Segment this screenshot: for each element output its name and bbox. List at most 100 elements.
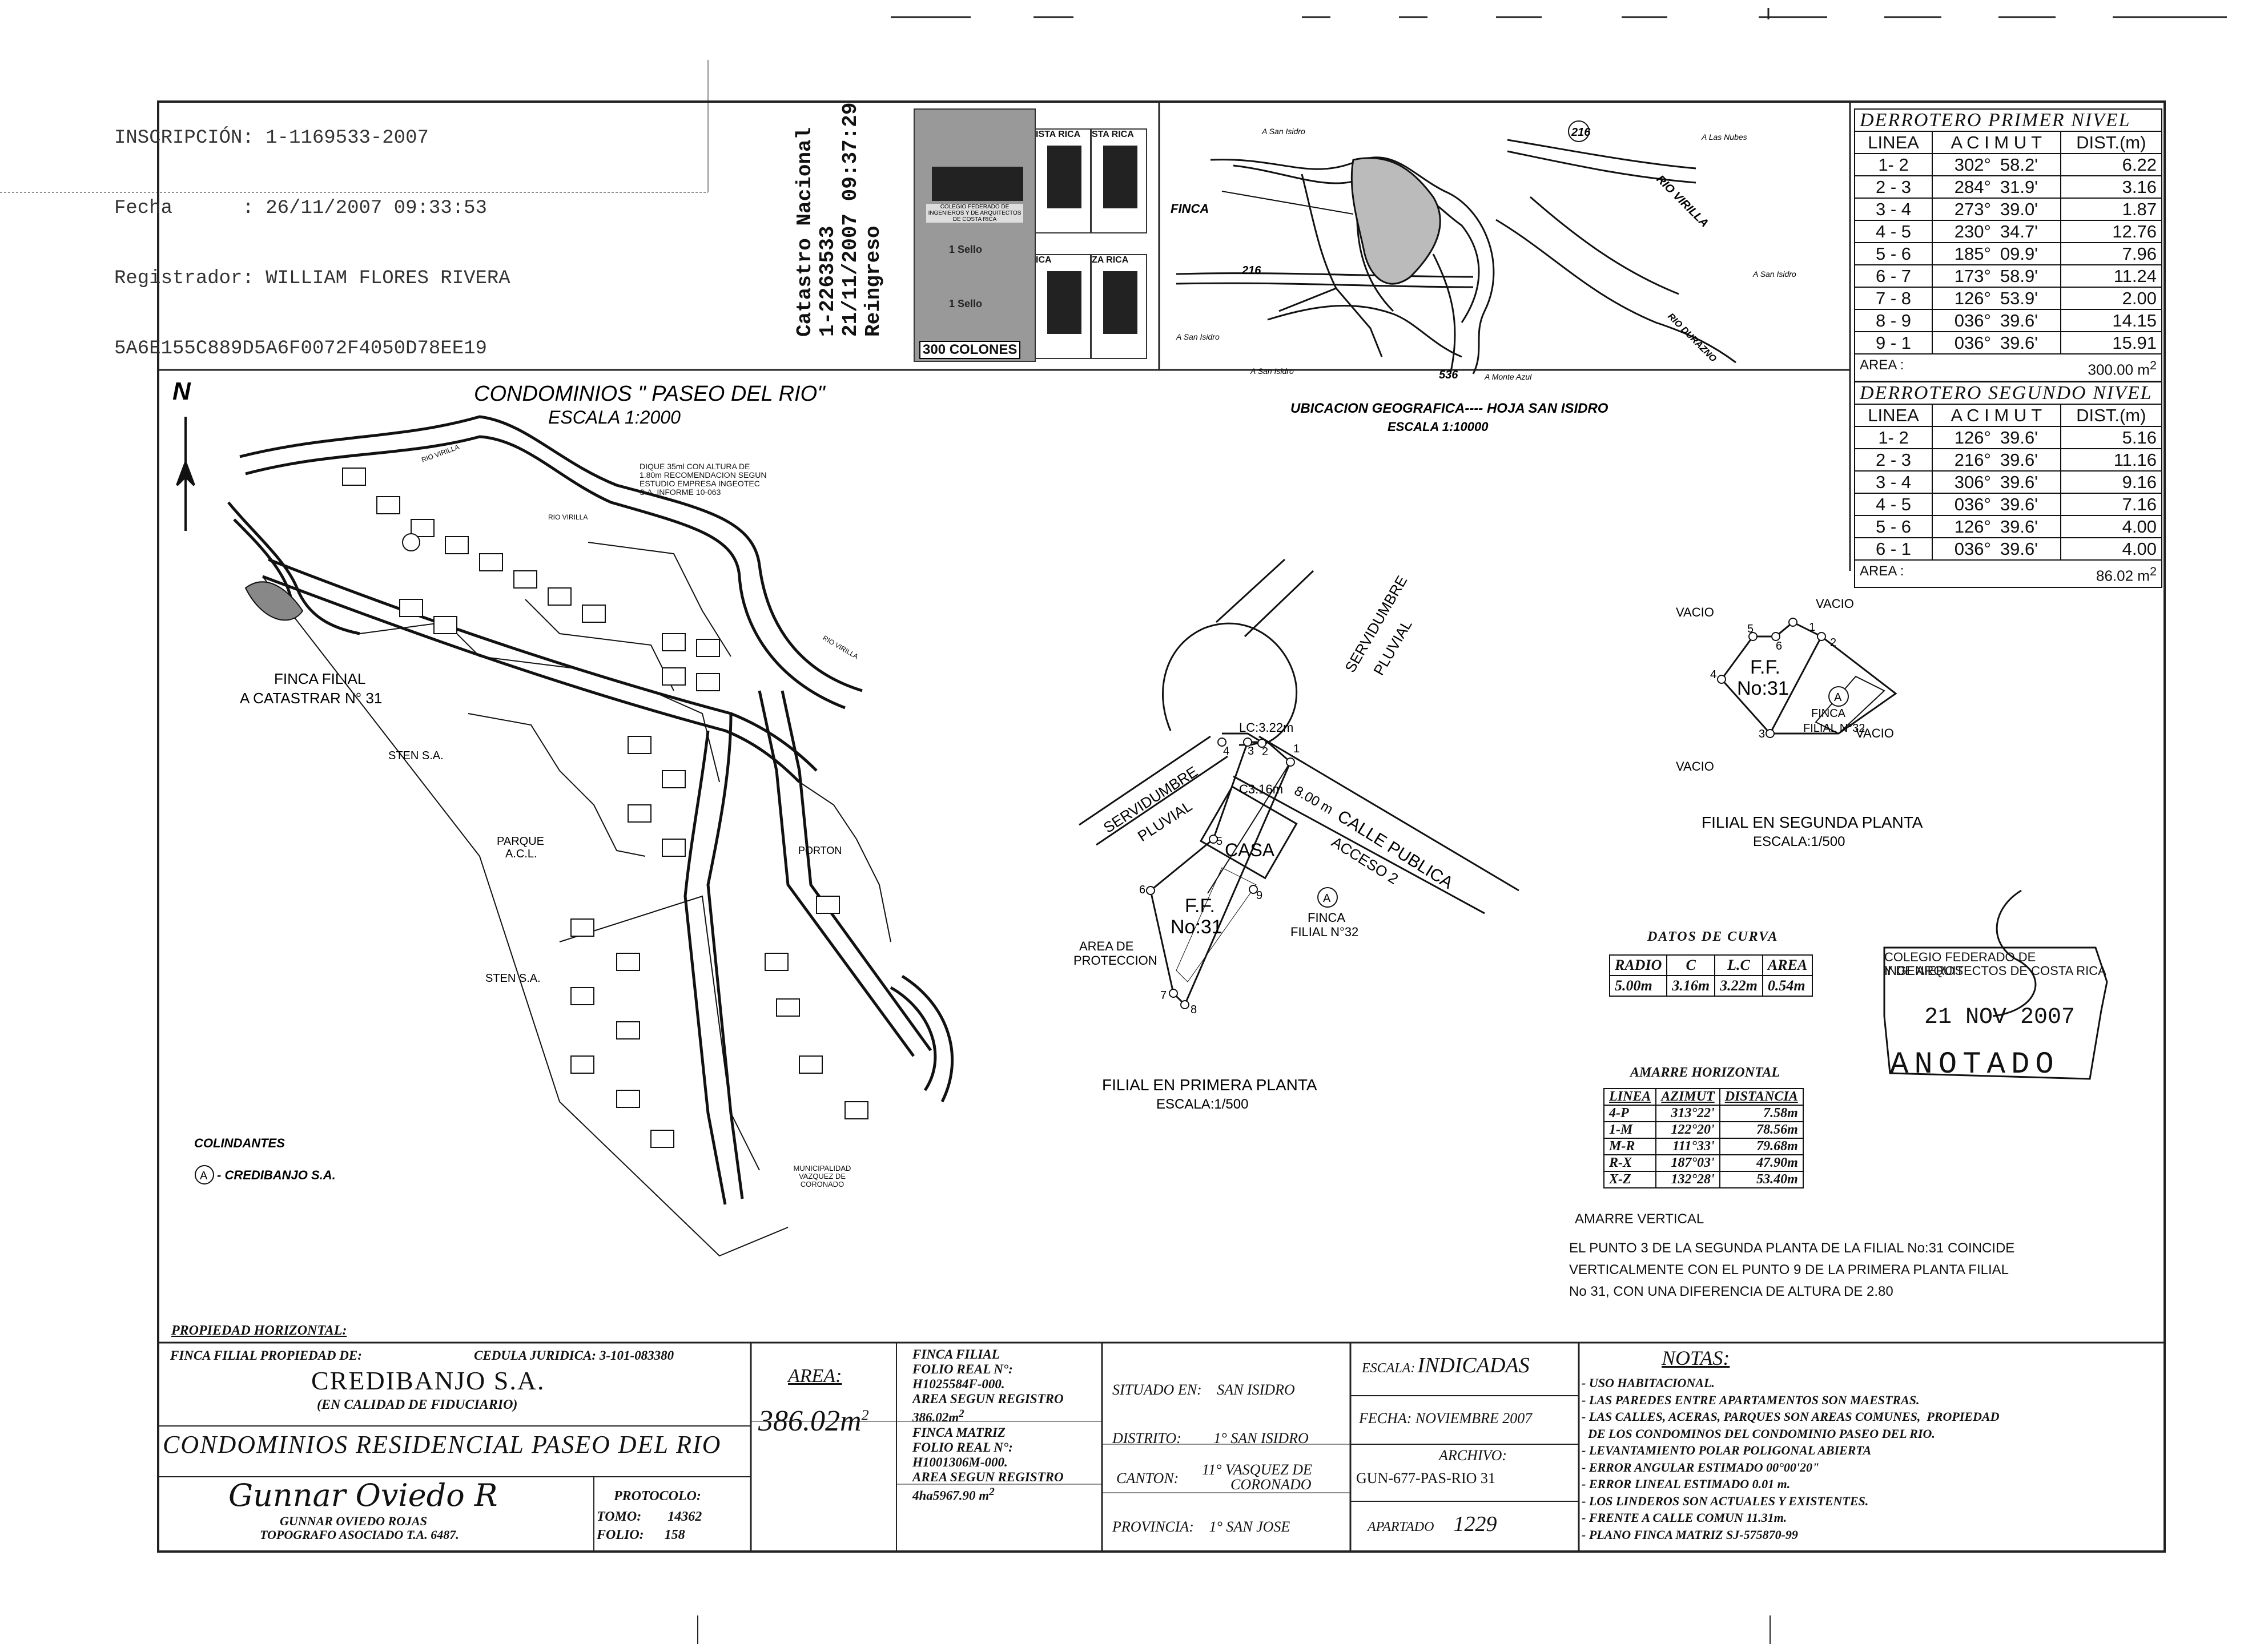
- derrotero2-title: DERROTERO SEGUNDO NIVEL: [1854, 381, 2162, 405]
- porton-label: PORTON: [798, 845, 842, 856]
- amarre-cell: M-R: [1603, 1138, 1657, 1155]
- archivo-label: ARCHIVO:: [1439, 1447, 1507, 1464]
- derrotero2-linea: 5 - 6: [1853, 515, 1933, 538]
- filial2-p4: 4: [1710, 668, 1716, 681]
- fm-area-label: AREA SEGUN REGISTRO: [912, 1469, 1064, 1484]
- derrotero1-linea: 9 - 1: [1853, 331, 1933, 354]
- location-scale: ESCALA 1:10000: [1388, 420, 1489, 434]
- stamp-tile-2-text: STA RICA: [1092, 130, 1134, 139]
- derrotero1-area-sup: 2: [2149, 358, 2157, 372]
- derrotero2-azimut-min: 39.6': [1995, 493, 2061, 516]
- stamp-300-colones: 300 COLONES: [919, 341, 1021, 359]
- finca-filial-31-area: [244, 581, 304, 621]
- derrotero1-dist: 7.96: [2060, 242, 2163, 265]
- derrotero1-dist: 15.91: [2060, 331, 2163, 354]
- filial1-p2: 2: [1262, 746, 1268, 758]
- municipalidad-label: MUNICIPALIDAD VAZQUEZ DE CORONADO: [793, 1164, 851, 1188]
- ff-folio-value: H1025584F-000.: [912, 1377, 1005, 1391]
- fm-label: FINCA MATRIZ: [912, 1425, 1006, 1440]
- derrotero2-azimut-deg: 216°: [1932, 448, 1996, 472]
- amarre-header: DISTANCIA: [1719, 1088, 1804, 1106]
- derrotero1-azimut-min: 34.7': [1995, 220, 2061, 243]
- derrotero2-azimut-deg: 126°: [1932, 426, 1996, 449]
- derrotero2-azimut-min: 39.6': [1995, 515, 2061, 538]
- derrotero1-azimut-deg: 273°: [1932, 198, 1996, 221]
- stamp-tile-2: STA RICA: [1091, 128, 1147, 233]
- filial2-ff: F.F.: [1750, 656, 1780, 678]
- condominio-name: CONDOMINIOS RESIDENCIAL PASEO DEL RIO: [163, 1431, 722, 1458]
- canton-value-1: 11° VASQUEZ DE: [1202, 1461, 1312, 1478]
- filial2-p2: 2: [1830, 636, 1836, 649]
- distrito-label: DISTRITO:: [1112, 1430, 1181, 1446]
- filial1-p5: 5: [1216, 835, 1222, 848]
- curva-title: DATOS DE CURVA: [1647, 929, 1779, 944]
- derrotero1-dist: 11.24: [2060, 264, 2163, 288]
- derrotero1-azimut-min: 58.2': [1995, 153, 2061, 176]
- rio-virilla-plan-3: RIO VIRILLA: [822, 634, 860, 660]
- a-san-isidro-4: A San Isidro: [1752, 269, 1796, 279]
- derrotero1-area-value: 300.00 m: [2088, 361, 2150, 378]
- derrotero2-azimut-min: 39.6': [1995, 448, 2061, 472]
- escala-value: INDICADAS: [1417, 1353, 1530, 1377]
- notas-list: - USO HABITACIONAL.- LAS PAREDES ENTRE A…: [1582, 1375, 2000, 1543]
- derrotero1-dist: 6.22: [2060, 153, 2163, 176]
- derrotero2-azimut-deg: 036°: [1932, 537, 1996, 561]
- filial-segunda-planta: VACIO VACIO VACIO VACIO F.F. No:31 A FIN…: [1676, 597, 1923, 849]
- folio-label: FOLIO:: [597, 1528, 644, 1542]
- propiedad-horizontal: PROPIEDAD HORIZONTAL:: [171, 1323, 347, 1338]
- derrotero1-azimut-min: 53.9': [1995, 287, 2061, 310]
- derrotero2-h-dist: DIST.(m): [2060, 404, 2163, 427]
- derrotero1-dist: 1.87: [2060, 198, 2163, 221]
- location-map: 216 216 536 FINCA RIO VIRILLA RIO DURAZN…: [1171, 120, 1796, 434]
- filial2-vacio-4: VACIO: [1856, 726, 1894, 740]
- condominium-plan: N CONDOMINIOS " PASEO DEL RIO" ESCALA 1:…: [172, 377, 954, 1257]
- area-value: 386.02m2: [758, 1404, 869, 1438]
- colindantes-title: COLINDANTES: [194, 1136, 285, 1150]
- stamp-tile-4: ZA RICA: [1091, 254, 1147, 359]
- colindante-a-name: - CREDIBANJO S.A.: [217, 1168, 336, 1182]
- amarre-cell: 47.90m: [1719, 1154, 1804, 1172]
- filial1-finca: FINCA: [1308, 910, 1345, 925]
- stamp-sello-1: 1 Sello: [949, 244, 983, 255]
- rio-virilla-plan-2: RIO VIRILLA: [548, 513, 588, 521]
- folio: FOLIO: 158: [597, 1528, 685, 1543]
- amarre-cell: 53.40m: [1719, 1171, 1804, 1188]
- amarre-cell: 79.68m: [1719, 1138, 1804, 1155]
- derrotero2-dist: 9.16: [2060, 470, 2163, 494]
- seal-colegio-1: COLEGIO FEDERADO DE INGENIEROS: [1884, 950, 2036, 978]
- filial1-p1: 1: [1293, 743, 1300, 755]
- fm-area-value: 4ha5967.90 m2: [912, 1485, 995, 1503]
- situado: SITUADO EN: SAN ISIDRO: [1112, 1381, 1295, 1399]
- amarre-header: LINEA: [1603, 1088, 1657, 1106]
- a-monte-azul: A Monte Azul: [1484, 372, 1532, 381]
- route-216-label-b: 216: [1241, 264, 1261, 277]
- amarre-cell: 132°28': [1655, 1171, 1720, 1188]
- derrotero2-azimut-min: 39.6': [1995, 470, 2061, 494]
- derrotero1-azimut-min: 39.6': [1995, 331, 2061, 354]
- derrotero1-h-dist: DIST.(m): [2060, 131, 2163, 154]
- filial-primera-planta: 8.00 m CALLE PUBLICA ACCESO 2 SERVIDUMBR…: [1073, 558, 1519, 1112]
- situado-value: SAN ISIDRO: [1217, 1381, 1295, 1398]
- finca-label: FINCA: [1171, 202, 1209, 216]
- filial1-p4: 4: [1223, 745, 1229, 757]
- catastro-title: Catastro Nacional: [793, 127, 817, 337]
- location-caption: UBICACION GEOGRAFICA---- HOJA SAN ISIDRO: [1290, 401, 1608, 416]
- filial2-circ-a: A: [1834, 691, 1842, 704]
- derrotero1-dist: 3.16: [2060, 175, 2163, 199]
- protocolo-label: PROTOCOLO:: [614, 1489, 701, 1504]
- derrotero1-azimut-deg: 036°: [1932, 309, 1996, 332]
- derrotero1-linea: 5 - 6: [1853, 242, 1933, 265]
- nota-item: - ERROR ANGULAR ESTIMADO 00°00'20": [1582, 1460, 1820, 1474]
- inscription-registrar: Registrador: WILLIAM FLORES RIVERA: [114, 268, 510, 289]
- derrotero2-dist: 4.00: [2060, 537, 2163, 561]
- amarre-cell: 7.58m: [1719, 1105, 1804, 1122]
- amarre-vertical-line-2: VERTICALMENTE CON EL PUNTO 9 DE LA PRIME…: [1569, 1262, 2009, 1278]
- derrotero1-linea: 7 - 8: [1853, 287, 1933, 310]
